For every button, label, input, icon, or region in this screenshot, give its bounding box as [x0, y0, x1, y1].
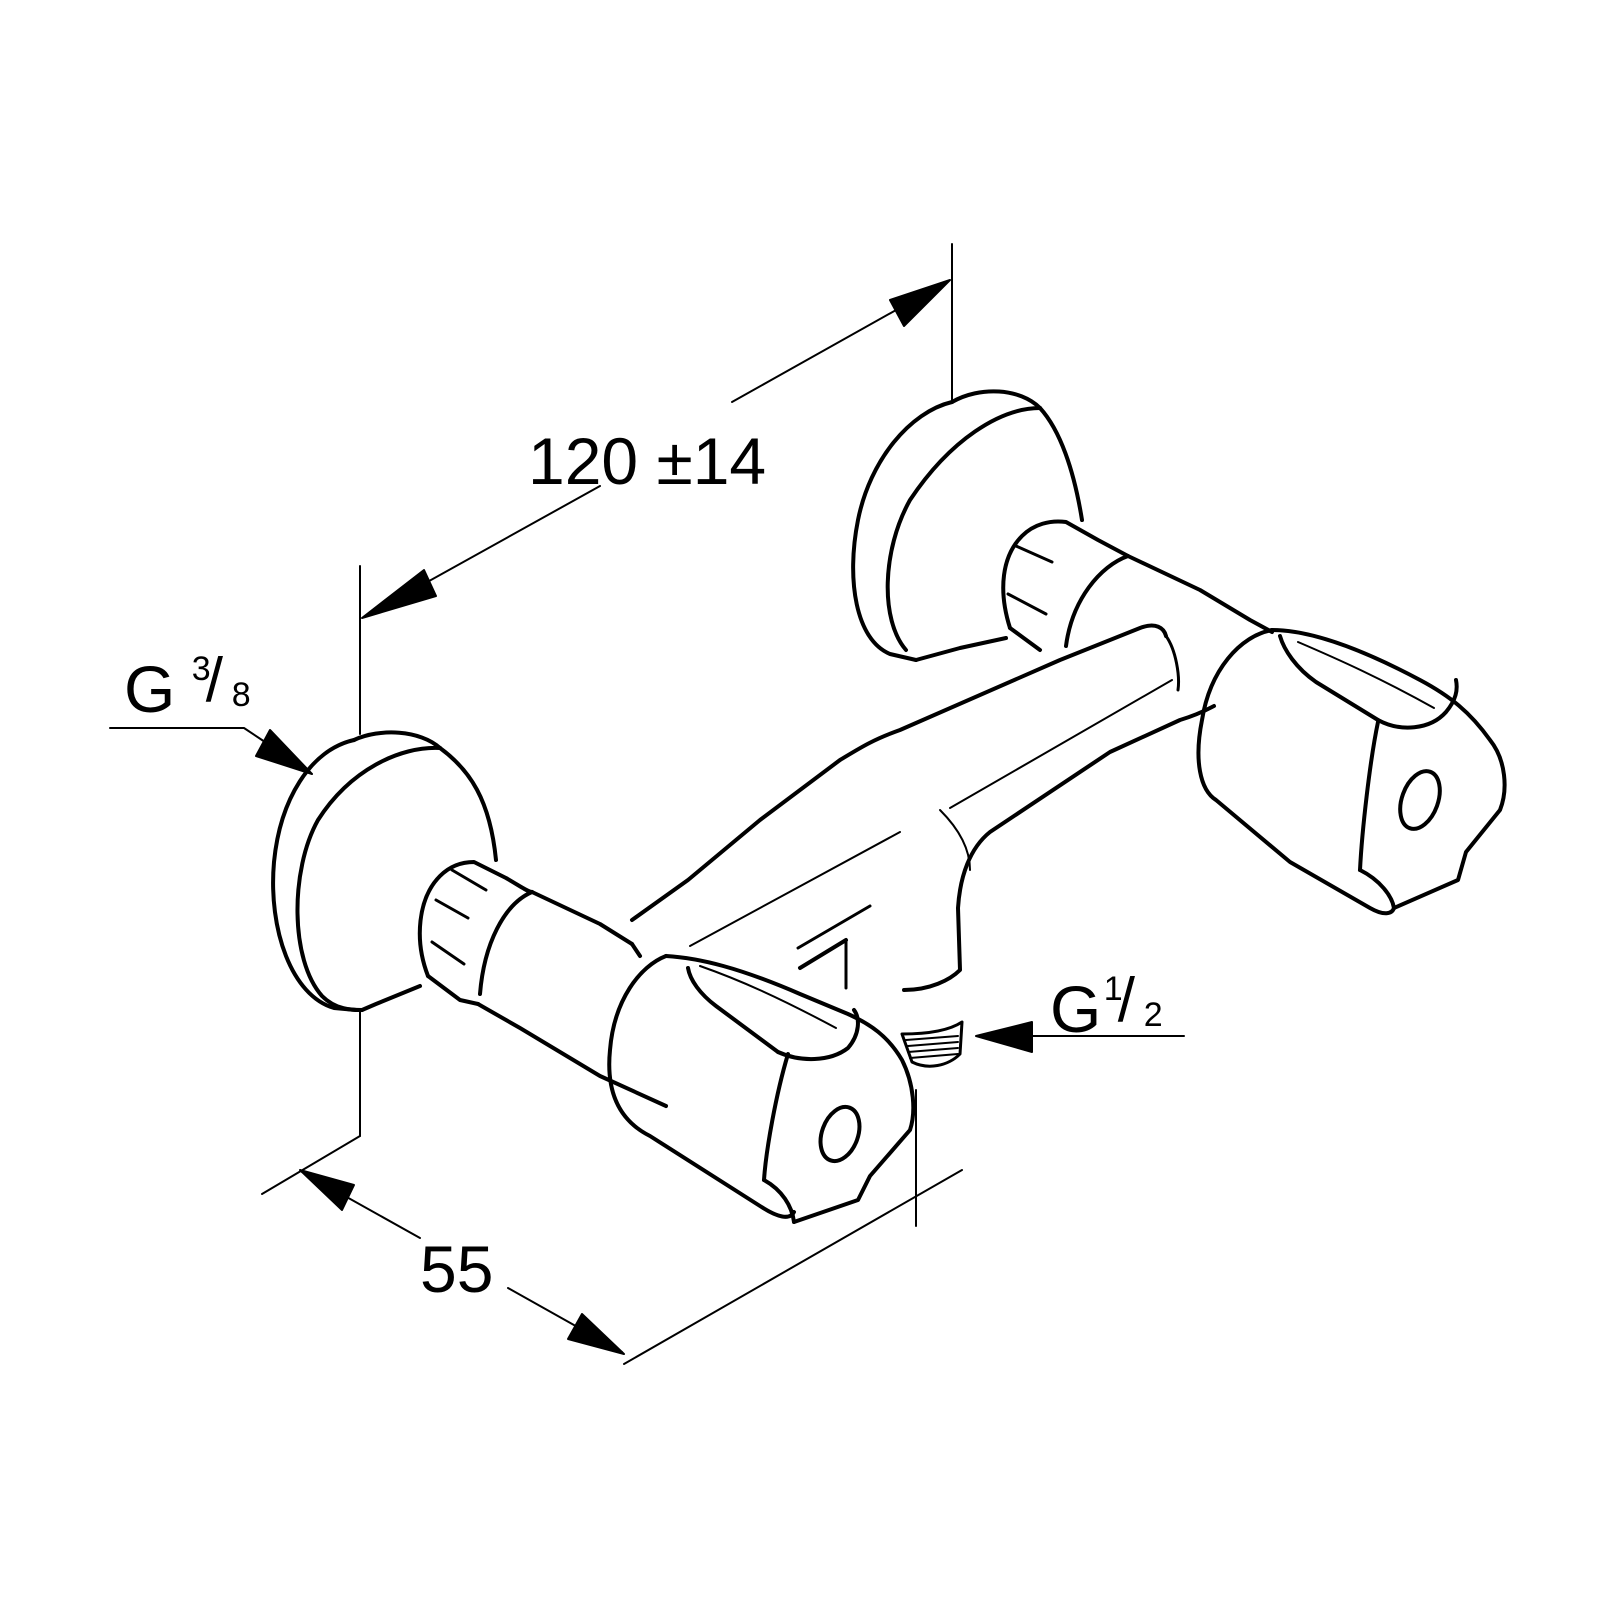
arrowhead-right [889, 279, 951, 327]
fraction-denominator: 8 [231, 676, 251, 714]
dimension-55 [261, 1011, 963, 1365]
leader-g38 [109, 727, 313, 775]
fraction-slash: / [205, 646, 224, 715]
fraction-denominator: 2 [1143, 996, 1163, 1034]
left-wall-rosette [271, 730, 498, 1012]
dimension-label-120: 120 ±14 [528, 428, 766, 494]
thread-label-outlet: G 1 / 2 [1050, 970, 1168, 1043]
left-hex-nut [417, 860, 534, 1006]
dimension-120 [359, 243, 953, 735]
dimension-label-55: 55 [420, 1236, 493, 1302]
thread-fraction-outlet: 1 / 2 [1104, 970, 1168, 1036]
right-handle [1196, 628, 1507, 916]
thread-label-inlet: G 3 / 8 [124, 650, 256, 723]
leader-g12 [975, 1021, 1185, 1053]
extension-diagonal-wall [261, 1135, 361, 1195]
right-valve-body [1126, 554, 1274, 634]
thread-prefix-inlet: G [124, 652, 176, 726]
arrowhead-lower [567, 1313, 625, 1355]
thread-prefix-outlet: G [1050, 972, 1102, 1046]
right-wall-rosette [851, 389, 1084, 662]
dimension-value-120: 120 [528, 424, 639, 498]
right-hex-nut [1001, 519, 1130, 652]
fraction-numerator: 1 [1103, 970, 1123, 1008]
arrowhead-upper [299, 1169, 355, 1211]
extension-diagonal-front [623, 1169, 963, 1365]
thread-fraction-inlet: 3 / 8 [192, 650, 256, 716]
fraction-numerator: 3 [191, 650, 211, 688]
dimension-value-55: 55 [420, 1232, 494, 1306]
arrowhead-left [361, 569, 437, 619]
dimension-tolerance: ±14 [656, 424, 767, 498]
outlet-connector [900, 1020, 964, 1068]
left-valve-body [476, 890, 668, 1108]
fraction-slash: / [1117, 966, 1136, 1035]
mixer-body [630, 623, 1216, 992]
left-handle [607, 954, 916, 1224]
